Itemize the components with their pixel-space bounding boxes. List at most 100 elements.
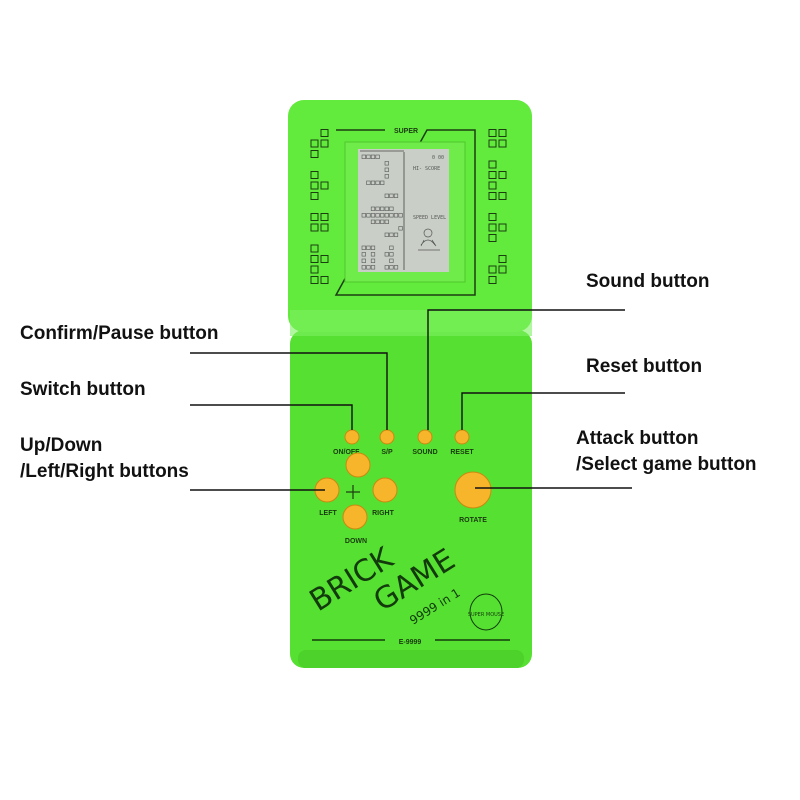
lcd-brick: [370, 265, 376, 270]
lcd-brick: [375, 206, 380, 211]
lcd-brick: [370, 213, 376, 218]
lcd-brick: [384, 265, 389, 270]
side-brick-right: [488, 181, 497, 190]
start-pause-button[interactable]: [379, 429, 395, 445]
lcd-brick: [375, 213, 380, 218]
side-brick-right: [488, 129, 497, 137]
lcd-brick: [389, 252, 394, 257]
confirm-pause-callout: Confirm/Pause button: [20, 323, 218, 344]
side-brick-right: [498, 129, 507, 137]
side-brick-left: [320, 276, 329, 284]
lcd-brick: [380, 180, 385, 185]
lcd-brick: [361, 258, 366, 263]
lcd-brick: [380, 213, 385, 218]
lcd-bricks: [361, 154, 403, 270]
lcd-brick: [361, 213, 366, 218]
side-brick-right: [498, 255, 507, 263]
hinge-band: [290, 310, 532, 336]
side-brick-left: [310, 265, 319, 274]
lcd-brick: [366, 265, 371, 270]
lcd-brick: [384, 206, 389, 211]
side-brick-right: [488, 139, 497, 148]
lcd-brick: [393, 265, 399, 270]
sound-label: SOUND: [412, 449, 437, 456]
lcd-brick: [366, 213, 371, 218]
sound-callout-line: [427, 309, 625, 430]
lcd-brick: [389, 193, 394, 198]
lcd-brick: [389, 245, 394, 250]
down-button[interactable]: [342, 504, 368, 530]
side-brick-right: [488, 234, 497, 242]
side-brick-right: [488, 265, 497, 274]
lcd-character-icon: [418, 228, 440, 251]
lcd-brick: [370, 258, 376, 263]
lcd-brick: [389, 258, 394, 263]
lcd-brick: [375, 219, 380, 224]
switch-callout-line: [190, 404, 353, 430]
side-brick-left: [320, 129, 329, 137]
lcd-brick: [389, 232, 394, 237]
lcd-speed-level: SPEED LEVEL: [413, 215, 446, 221]
side-brick-left: [310, 139, 319, 148]
lcd-brick: [361, 265, 366, 270]
lower-body: [290, 330, 532, 668]
side-brick-right: [488, 276, 497, 284]
side-brick-left: [320, 181, 329, 190]
bottom-edge: [298, 650, 524, 668]
down-label: DOWN: [345, 538, 367, 545]
decorative-side-bricks: [310, 129, 507, 284]
super-mouse-logo: SUPER MOUSE: [468, 593, 504, 631]
side-brick-left: [310, 255, 319, 263]
reset-label: RESET: [450, 449, 474, 456]
lcd-brick: [375, 154, 380, 159]
switch-callout: Switch button: [20, 379, 146, 400]
attack-callout-line2: /Select game button: [576, 454, 757, 475]
lcd-brick: [361, 252, 366, 257]
lcd-brick: [393, 193, 399, 198]
rotate-button[interactable]: [454, 471, 492, 509]
lcd-brick: [393, 232, 399, 237]
lcd-brick: [384, 252, 389, 257]
lcd-brick: [366, 154, 371, 159]
lcd-brick: [370, 206, 376, 211]
side-brick-left: [310, 213, 319, 221]
direction-callout-line1: Up/Down: [20, 435, 102, 456]
side-brick-right: [488, 192, 497, 200]
side-brick-left: [310, 244, 319, 253]
side-brick-right: [498, 192, 507, 200]
lcd-brick: [398, 226, 403, 231]
up-button[interactable]: [345, 452, 371, 478]
side-brick-right: [488, 160, 497, 169]
side-brick-right: [498, 265, 507, 274]
lcd-brick: [361, 154, 366, 159]
sound-callout: Sound button: [586, 271, 709, 292]
on-off-button[interactable]: [344, 429, 360, 445]
left-label: LEFT: [319, 510, 337, 517]
right-button[interactable]: [372, 477, 398, 503]
direction-callout-line2: /Left/Right buttons: [20, 461, 189, 482]
side-brick-left: [310, 276, 319, 284]
screen-header: SUPER: [394, 128, 418, 135]
mascot-text: SUPER MOUSE: [468, 612, 504, 618]
lcd-hi-score: HI- SCORE: [413, 166, 440, 172]
lcd-brick: [384, 213, 389, 218]
side-brick-left: [310, 192, 319, 200]
rotate-label: ROTATE: [459, 517, 487, 524]
lcd-brick: [389, 265, 394, 270]
lcd-brick: [370, 219, 376, 224]
lcd-brick: [384, 193, 389, 198]
sound-button[interactable]: [417, 429, 433, 445]
lcd-brick: [384, 219, 389, 224]
model-number: E-9999: [399, 639, 422, 646]
reset-button[interactable]: [454, 429, 470, 445]
lcd-brick: [370, 252, 376, 257]
direction-pad: LEFT RIGHT DOWN ROTATE: [314, 452, 492, 545]
lcd-brick: [384, 161, 389, 166]
side-brick-right: [498, 171, 507, 179]
function-buttons: ON/OFF S/P SOUND RESET: [333, 429, 474, 456]
lcd-brick: [380, 206, 385, 211]
lcd-brick: [384, 167, 389, 172]
side-brick-right: [498, 139, 507, 148]
side-brick-right: [498, 223, 507, 232]
lcd-brick: [370, 154, 376, 159]
